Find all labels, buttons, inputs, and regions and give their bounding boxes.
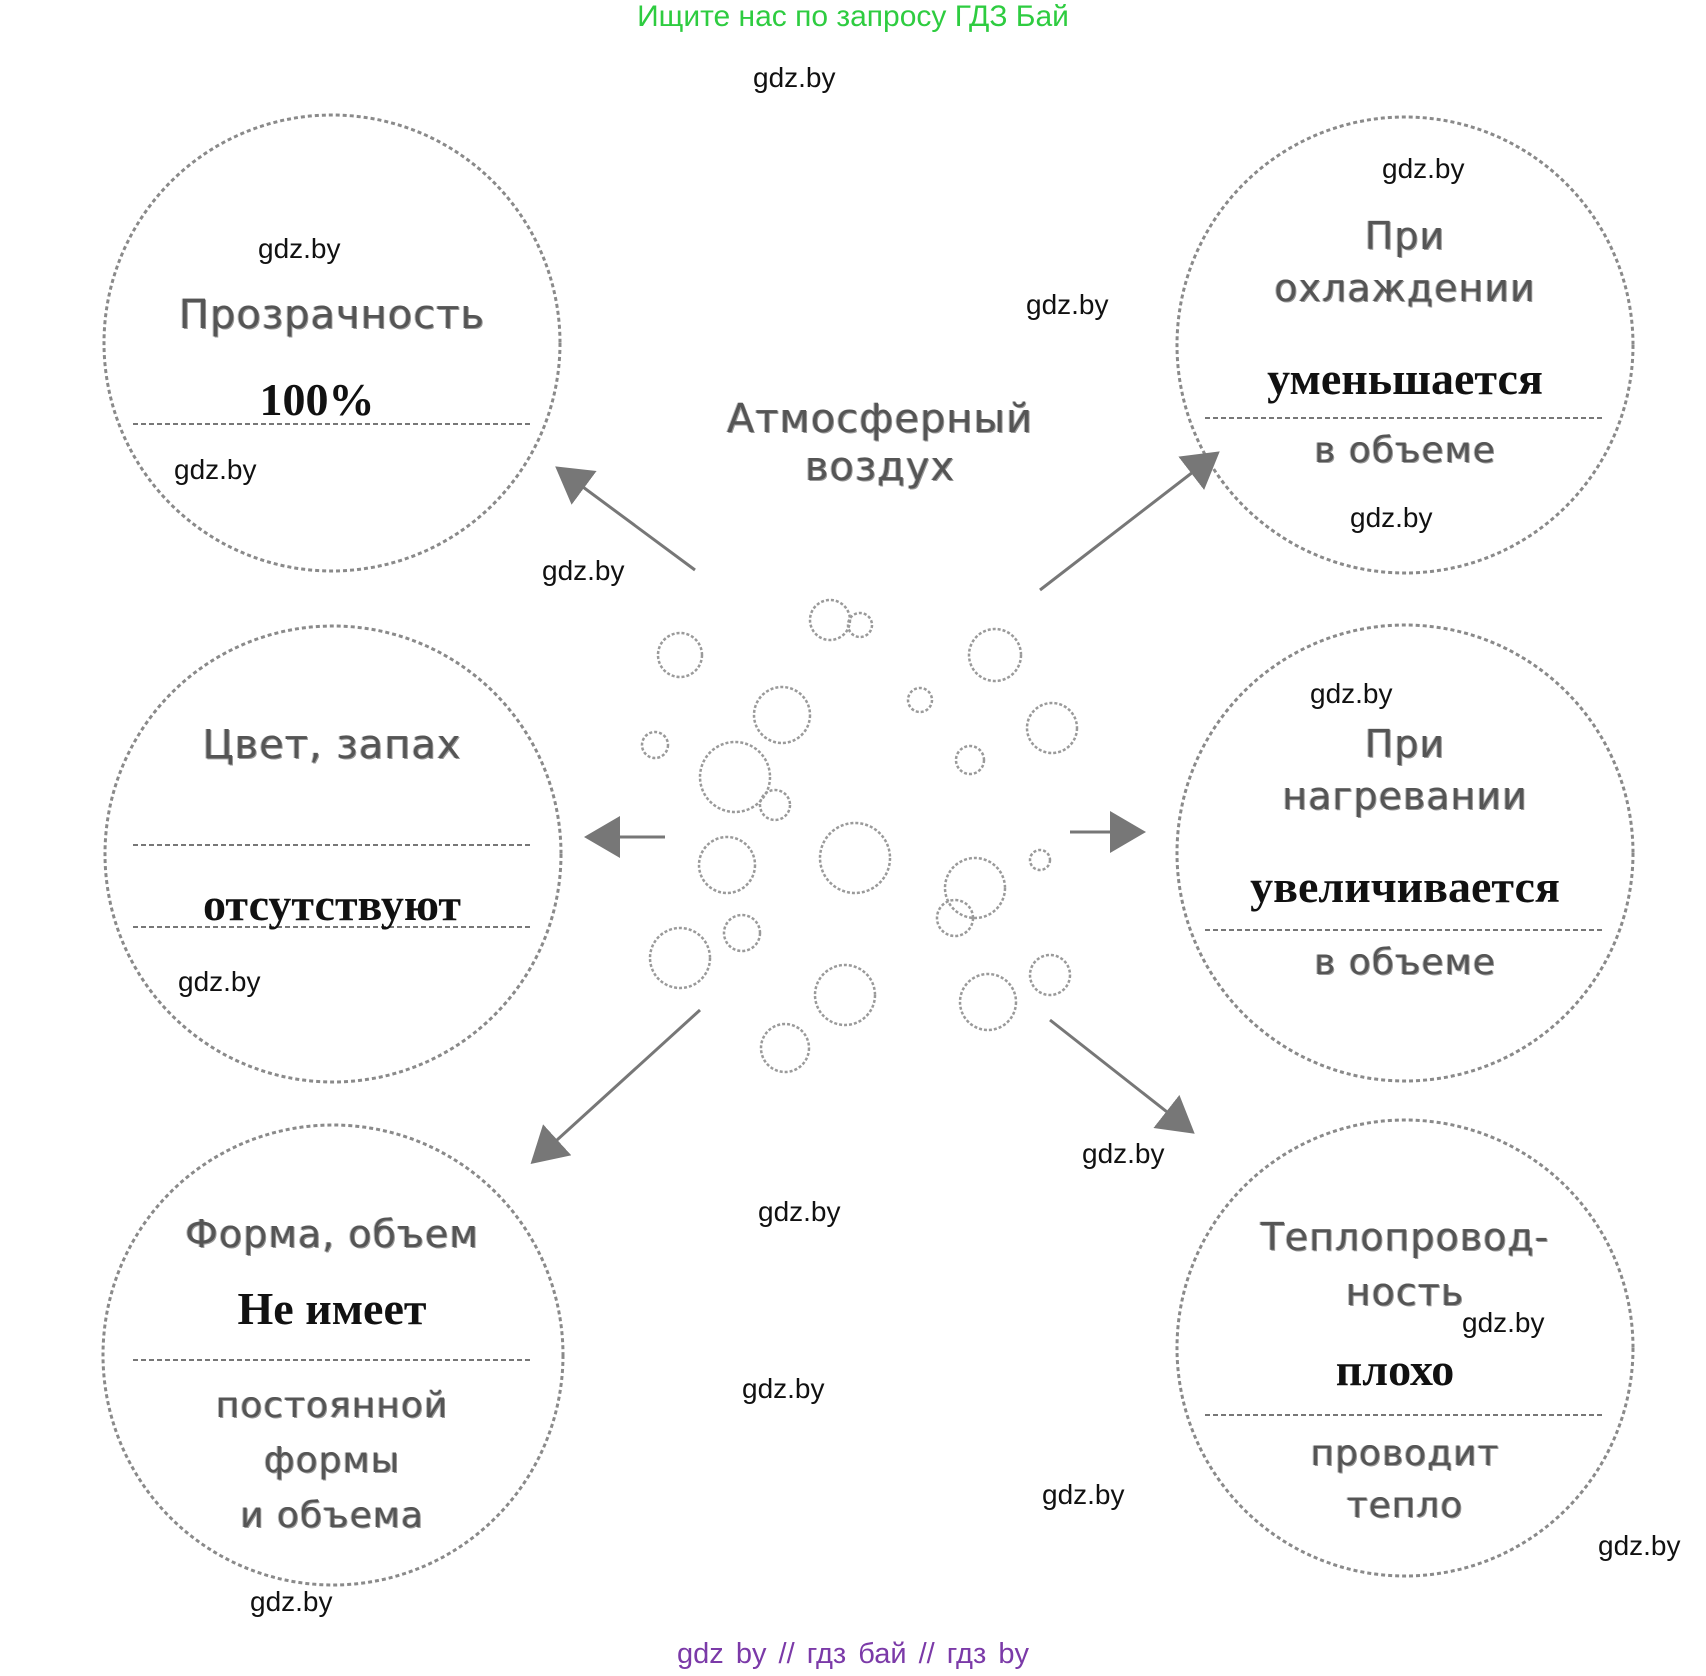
heating-label: При нагревании bbox=[1205, 718, 1605, 822]
conductivity-label-1: Теплопровод- bbox=[1260, 1215, 1550, 1259]
cooling-answer: уменьшается bbox=[1267, 353, 1543, 404]
watermark: gdz.by bbox=[250, 1586, 333, 1617]
shape-volume-suffix-3: и объема bbox=[240, 1495, 424, 1536]
watermark: gdz.by bbox=[742, 1373, 825, 1404]
circle-heating-outline bbox=[1175, 623, 1635, 1083]
watermark: gdz.by bbox=[1382, 153, 1465, 184]
circle-conductivity-outline bbox=[1175, 1118, 1635, 1578]
search-banner: Ищите нас по запросу ГДЗ Бай bbox=[637, 0, 1069, 33]
watermark: gdz.by bbox=[1082, 1138, 1165, 1169]
watermark: gdz.by bbox=[542, 555, 625, 586]
shape-volume-suffix-1: постоянной bbox=[215, 1385, 449, 1426]
air-particles bbox=[640, 598, 1079, 1074]
cooling-label-1: При bbox=[1364, 214, 1446, 258]
watermark: gdz.by bbox=[174, 454, 257, 485]
transparency-answer: 100% bbox=[259, 374, 375, 425]
cooling-label: При охлаждении bbox=[1205, 210, 1605, 314]
color-smell-answer: отсутствуют bbox=[203, 879, 461, 930]
conductivity-label-2: ность bbox=[1345, 1270, 1465, 1314]
watermark: gdz.by bbox=[178, 966, 261, 997]
heating-label-1: При bbox=[1364, 722, 1446, 766]
arrow-to-transparency bbox=[555, 466, 696, 572]
conductivity-answer: плохо bbox=[1335, 1344, 1455, 1395]
circle-shape-volume-outline bbox=[101, 1123, 565, 1587]
watermark: gdz.by bbox=[1310, 678, 1393, 709]
watermark: gdz.by bbox=[1598, 1530, 1681, 1561]
heating-suffix: в объеме bbox=[1314, 942, 1496, 983]
center-title: Атмосферный воздух bbox=[680, 395, 1080, 491]
shape-volume-suffix-2: формы bbox=[263, 1440, 401, 1481]
watermark: gdz.by bbox=[1350, 502, 1433, 533]
center-title-line-1: Атмосферный bbox=[726, 396, 1034, 442]
arrow-to-shape-volume bbox=[530, 1008, 702, 1165]
shape-volume-label: Форма, объем bbox=[185, 1212, 479, 1256]
watermark: gdz.by bbox=[1042, 1479, 1125, 1510]
shape-volume-suffix: постоянной формы и объема bbox=[132, 1378, 532, 1543]
conductivity-suffix: проводит тепло bbox=[1205, 1428, 1605, 1532]
color-smell-label: Цвет, запах bbox=[202, 722, 462, 768]
watermark: gdz.by bbox=[753, 62, 836, 93]
circle-color-smell-outline bbox=[103, 624, 563, 1084]
transparency-label: Прозрачность bbox=[178, 292, 486, 338]
circle-transparency-outline bbox=[102, 113, 562, 573]
watermark: gdz.by bbox=[258, 233, 341, 264]
watermark: gdz.by bbox=[1026, 289, 1109, 320]
heating-label-2: нагревании bbox=[1282, 774, 1528, 818]
center-title-line-2: воздух bbox=[804, 444, 956, 490]
watermark: gdz.by bbox=[1462, 1307, 1545, 1338]
circle-cooling-outline bbox=[1175, 115, 1635, 575]
heating-answer: увеличивается bbox=[1250, 861, 1560, 912]
footer-links: gdz by // гдз бай // гдз by bbox=[677, 1638, 1029, 1670]
watermark: gdz.by bbox=[758, 1196, 841, 1227]
arrow-to-cooling bbox=[1039, 451, 1220, 592]
cooling-suffix: в объеме bbox=[1314, 430, 1496, 471]
conductivity-suffix-1: проводит bbox=[1310, 1433, 1500, 1474]
conductivity-label: Теплопровод- ность bbox=[1205, 1210, 1605, 1320]
arrow-to-conductivity bbox=[1049, 1018, 1195, 1134]
cooling-label-2: охлаждении bbox=[1274, 266, 1536, 310]
conductivity-suffix-2: тепло bbox=[1346, 1485, 1464, 1526]
shape-volume-answer: Не имеет bbox=[237, 1283, 427, 1334]
